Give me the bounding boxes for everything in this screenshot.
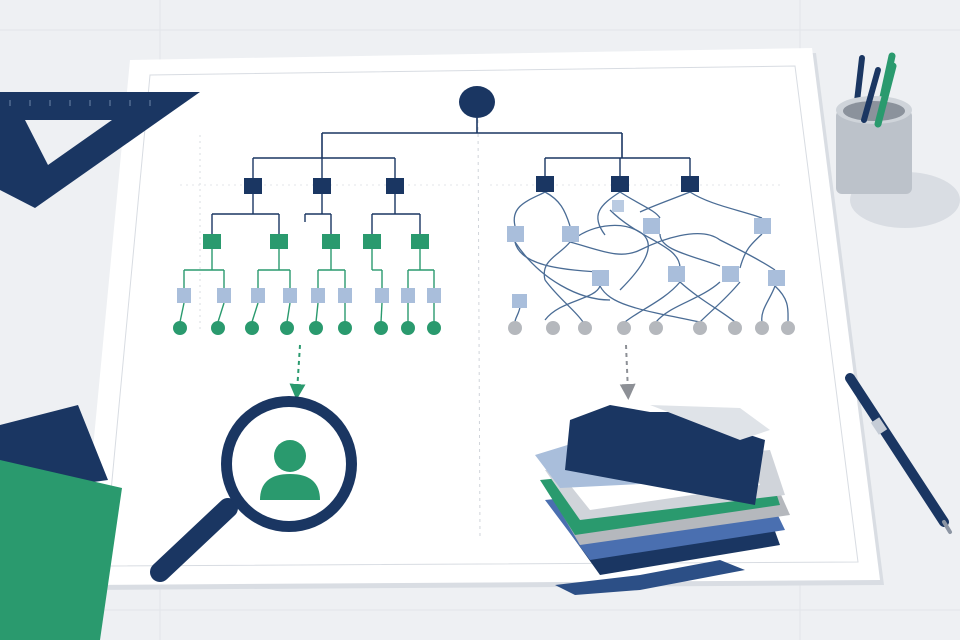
- right-leaf-node: [755, 321, 769, 335]
- root-connectors: [321, 118, 623, 158]
- right-leaf-node: [649, 321, 663, 335]
- pencil-cup-icon: [836, 52, 960, 228]
- right-leaf-node: [546, 321, 560, 335]
- left-leaf-node: [245, 321, 259, 335]
- left-level1-nodes: [244, 178, 404, 194]
- right-leaf-node: [617, 321, 631, 335]
- right-leaf-node: [728, 321, 742, 335]
- messy-folder-stack-icon: [535, 405, 790, 595]
- right-level2-node: [643, 218, 660, 234]
- right-level2-node: [768, 270, 785, 286]
- right-level2-node: [754, 218, 771, 234]
- left-level1-node: [313, 178, 331, 194]
- left-tree-connectors: [211, 157, 421, 234]
- left-level3-node: [311, 288, 325, 303]
- left-level3-node: [217, 288, 231, 303]
- left-tree-leaf-connectors: [179, 249, 435, 323]
- right-level1-node: [611, 176, 629, 192]
- set-square-icon: [0, 92, 200, 208]
- left-leaf-node: [427, 321, 441, 335]
- right-tree-top-connectors: [544, 157, 691, 176]
- magnifier-user-icon: [150, 396, 357, 582]
- left-level3-node: [283, 288, 297, 303]
- left-level2-node: [363, 234, 381, 249]
- left-leaf-node: [173, 321, 187, 335]
- left-level3-node: [177, 288, 191, 303]
- right-level1-node: [681, 176, 699, 192]
- pen-icon: [845, 373, 952, 534]
- right-level2-node: [562, 226, 579, 242]
- left-level3-node: [251, 288, 265, 303]
- left-leaf-node: [280, 321, 294, 335]
- left-level3-nodes: [177, 288, 441, 303]
- left-ordered-tree: [173, 157, 441, 400]
- right-level2-node: [722, 266, 739, 282]
- folder-sheets-icon: [0, 405, 122, 640]
- root-node: [459, 86, 495, 118]
- left-level1-node: [244, 178, 262, 194]
- right-level2-node: [668, 266, 685, 282]
- left-level2-node: [322, 234, 340, 249]
- left-level3-node: [338, 288, 352, 303]
- right-tangled-connectors: [513, 191, 789, 323]
- right-leaf-node: [693, 321, 707, 335]
- left-leaf-node: [401, 321, 415, 335]
- right-level1-node: [536, 176, 554, 192]
- right-level2-nodes: [507, 200, 785, 308]
- left-level3-node: [375, 288, 389, 303]
- left-level2-nodes: [203, 234, 429, 249]
- right-leaf-node: [781, 321, 795, 335]
- left-leaf-node: [309, 321, 323, 335]
- left-level3-node: [401, 288, 415, 303]
- left-leaf-node: [211, 321, 225, 335]
- left-level2-node: [411, 234, 429, 249]
- right-level2-node: [512, 294, 527, 308]
- right-leaf-node: [578, 321, 592, 335]
- left-leaf-node: [338, 321, 352, 335]
- left-level1-node: [386, 178, 404, 194]
- right-level2-node: [592, 270, 609, 286]
- right-leaf-nodes: [508, 321, 795, 335]
- left-level2-node: [270, 234, 288, 249]
- right-tangled-tree: [507, 157, 795, 400]
- left-level2-node: [203, 234, 221, 249]
- left-leaf-node: [374, 321, 388, 335]
- left-leaf-nodes: [173, 321, 441, 335]
- right-level2-node: [612, 200, 624, 212]
- right-leaf-node: [508, 321, 522, 335]
- right-level1-nodes: [536, 176, 699, 192]
- left-level3-node: [427, 288, 441, 303]
- right-level2-node: [507, 226, 524, 242]
